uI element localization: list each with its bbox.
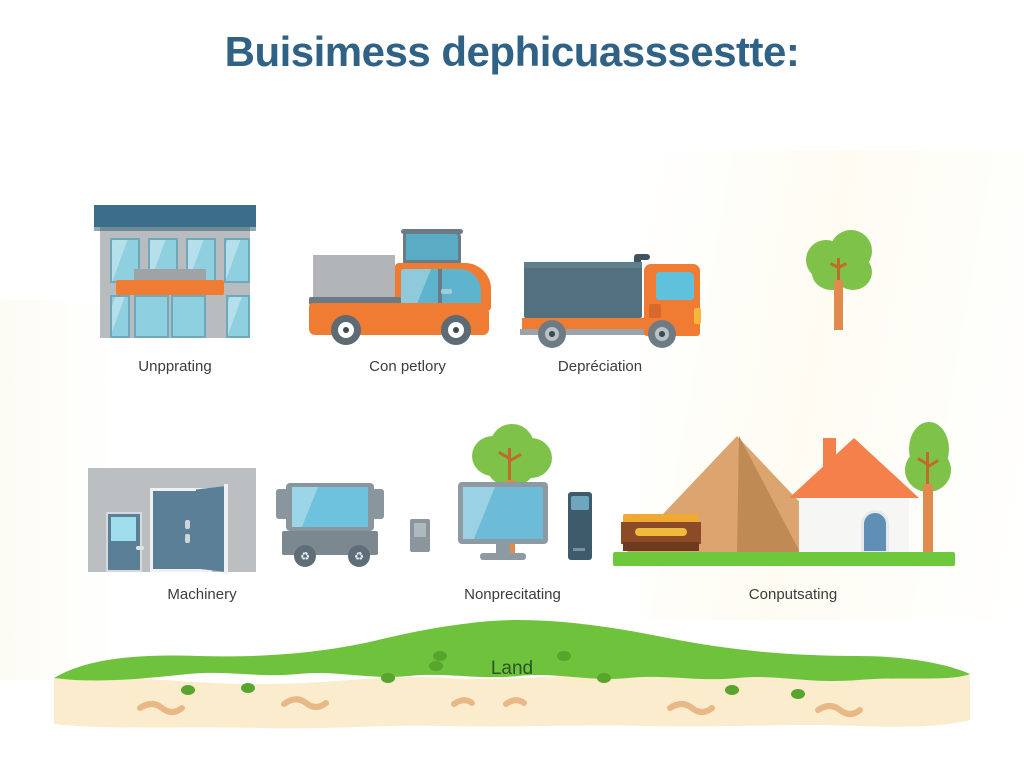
building-window xyxy=(224,238,250,283)
double-door-edge xyxy=(224,484,228,574)
caption-machinery: Machinery xyxy=(167,586,237,603)
pickup-door-handle xyxy=(441,289,452,294)
cart-side-panel-right xyxy=(372,489,384,519)
tree-icon xyxy=(800,228,880,333)
land-grass-speckles xyxy=(181,651,805,699)
pickup-bed-rail xyxy=(309,297,401,305)
land-illustration: Land xyxy=(48,612,976,742)
small-door-window xyxy=(111,517,136,541)
building-door-right xyxy=(171,295,206,338)
computer-tower-panel xyxy=(571,496,589,510)
caption-depreciation: Depréciation xyxy=(557,358,643,375)
monitor-screen xyxy=(463,487,543,539)
handheld-device-screen xyxy=(414,523,426,537)
cart-side-panel-left xyxy=(276,489,288,519)
machine-cart-icon: ♻ ♻ xyxy=(270,483,440,579)
bench-log-detail xyxy=(635,528,687,536)
building-window xyxy=(226,295,250,338)
double-door-handle xyxy=(185,520,190,529)
caption-unpprating: Unpprating xyxy=(138,358,212,375)
tree-branch xyxy=(508,448,511,482)
tree-crown-lobe xyxy=(812,256,852,290)
building-roof-shadow xyxy=(94,227,256,231)
double-door-handle xyxy=(185,534,190,543)
truck-container-highlight xyxy=(524,262,642,268)
monitor-stand-base xyxy=(480,553,526,560)
office-building-icon xyxy=(88,196,262,344)
pickup-window-divider xyxy=(438,269,442,305)
page-title: Buisimess dephicuasssestte: xyxy=(224,28,800,75)
land-label: Land xyxy=(490,658,534,679)
cart-window xyxy=(292,487,368,527)
building-roof xyxy=(94,205,256,227)
land-grass xyxy=(54,620,970,681)
bench-base xyxy=(623,542,699,551)
computer-tower-vent xyxy=(573,548,585,551)
tree-trunk xyxy=(834,280,843,330)
cargo-truck-icon xyxy=(518,252,708,348)
cart-wheel-left: ♻ xyxy=(294,545,316,567)
building-door-left xyxy=(134,295,169,338)
pickup-roof-window xyxy=(403,231,461,263)
scene-ground-strip xyxy=(613,552,955,566)
construction-scene-icon xyxy=(613,418,955,568)
tree-trunk xyxy=(923,484,933,558)
truck-windshield xyxy=(656,272,694,300)
truck-container xyxy=(524,262,642,318)
house-roof xyxy=(789,438,919,498)
pickup-wheel-rear xyxy=(331,315,361,345)
truck-frame xyxy=(520,329,648,335)
pickup-truck-icon xyxy=(305,227,500,345)
caption-nonprecitating: Nonprecitating xyxy=(464,586,561,603)
land-soil-marks xyxy=(137,696,863,717)
doors-icon xyxy=(88,468,256,578)
cart-wheel-right: ♻ xyxy=(348,545,370,567)
caption-conputsating: Conputsating xyxy=(748,586,838,603)
double-door-open-leaf xyxy=(196,486,226,572)
bench-backrest xyxy=(623,514,699,524)
tree-branch xyxy=(926,452,929,486)
truck-door-handle xyxy=(649,304,661,318)
truck-exhaust-cap xyxy=(634,254,650,260)
pickup-wheel-front xyxy=(441,315,471,345)
truck-wheel-rear xyxy=(538,320,566,348)
truck-wheel-front xyxy=(648,320,676,348)
house-body xyxy=(799,496,909,554)
building-entry-header xyxy=(134,269,206,281)
desktop-computer-icon xyxy=(458,420,608,580)
building-window xyxy=(110,295,130,338)
tree-branch xyxy=(837,258,840,282)
small-door-handle xyxy=(136,546,144,550)
truck-headlight xyxy=(694,308,701,324)
house-arched-door xyxy=(861,510,889,554)
truck-bed xyxy=(522,318,646,329)
land-svg xyxy=(54,620,970,729)
caption-con-petlory: Con petlory xyxy=(369,358,446,375)
building-awning xyxy=(116,280,224,295)
